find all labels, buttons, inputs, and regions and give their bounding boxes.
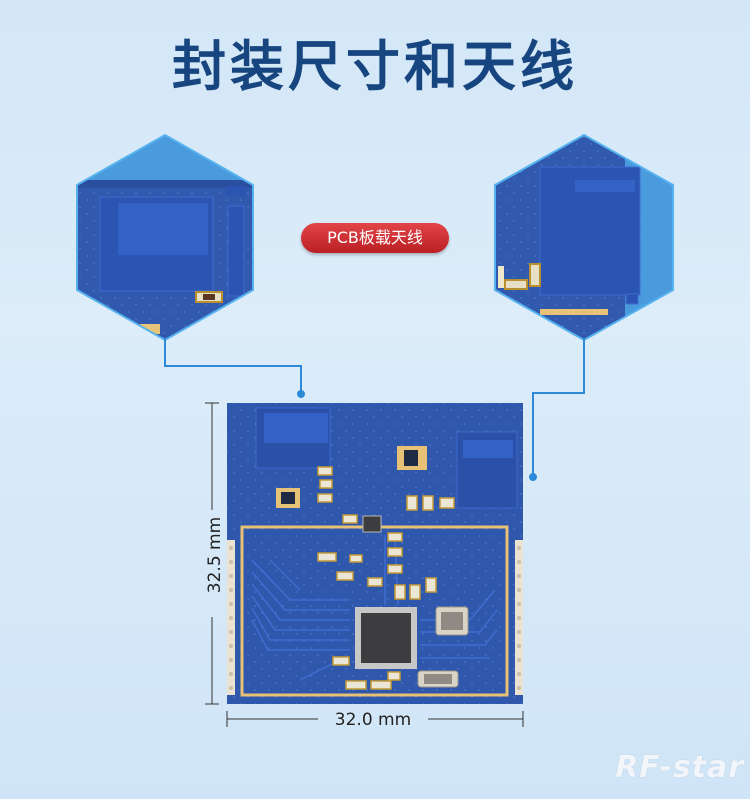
left-antenna-zoom: [77, 135, 253, 340]
dimension-lines: [205, 402, 524, 727]
page-title: 封装尺寸和天线: [172, 35, 578, 98]
right-antenna-zoom: [495, 135, 673, 340]
antenna-type-badge: PCB板载天线: [301, 223, 449, 253]
brand-logo: RF-star: [615, 750, 744, 785]
width-dimension-label: 32.0 mm: [334, 710, 412, 730]
height-dimension-label: 32.5 mm: [205, 516, 225, 594]
pcb-module: [227, 403, 523, 704]
